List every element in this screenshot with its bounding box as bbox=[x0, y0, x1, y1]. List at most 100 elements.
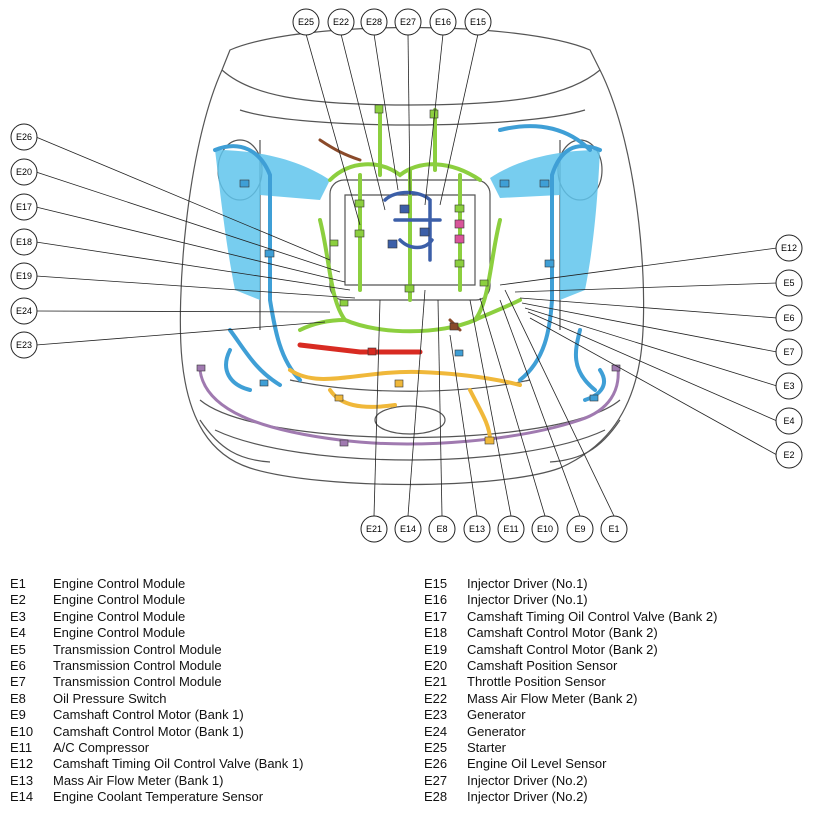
callout-e2: E2 bbox=[775, 441, 803, 469]
purple-harness bbox=[198, 366, 620, 446]
svg-text:E7: E7 bbox=[783, 347, 794, 357]
svg-text:E21: E21 bbox=[366, 524, 382, 534]
callout-e6: E6 bbox=[775, 304, 803, 332]
callout-e26: E26 bbox=[10, 123, 38, 151]
svg-text:E12: E12 bbox=[781, 243, 797, 253]
red-harness bbox=[297, 342, 423, 355]
legend-name: Engine Control Module bbox=[53, 625, 186, 641]
svg-text:E19: E19 bbox=[16, 271, 32, 281]
legend-name: Camshaft Timing Oil Control Valve (Bank … bbox=[467, 608, 718, 624]
callout-e21: E21 bbox=[360, 515, 388, 543]
legend-code: E28 bbox=[424, 789, 448, 805]
callout-e9: E9 bbox=[566, 515, 594, 543]
legend-code: E6 bbox=[10, 657, 26, 673]
legend-name: Starter bbox=[467, 739, 507, 755]
legend-name: Injector Driver (No.1) bbox=[467, 576, 588, 591]
legend-name: Generator bbox=[467, 723, 526, 739]
callouts-left: E26 E20 E17 E18 E19 E24 E23 bbox=[10, 123, 38, 359]
legend-row: E7 Transmission Control Module bbox=[10, 674, 303, 690]
callout-e4: E4 bbox=[775, 407, 803, 435]
legend-name: Transmission Control Module bbox=[53, 674, 222, 690]
svg-text:E18: E18 bbox=[16, 237, 32, 247]
legend-name: Camshaft Control Motor (Bank 2) bbox=[467, 641, 658, 657]
svg-text:E24: E24 bbox=[16, 306, 32, 316]
legend-code: E21 bbox=[424, 674, 448, 690]
callout-e13: E13 bbox=[463, 515, 491, 543]
legend-code: E7 bbox=[10, 674, 26, 690]
legend-name: Oil Pressure Switch bbox=[53, 690, 167, 706]
svg-text:E23: E23 bbox=[16, 340, 32, 350]
svg-text:E28: E28 bbox=[366, 17, 382, 27]
callouts-top: E25 E22 E28 E27 E16 E15 bbox=[292, 8, 492, 36]
svg-text:E9: E9 bbox=[574, 524, 585, 534]
callout-e18: E18 bbox=[10, 228, 38, 256]
callout-e14: E14 bbox=[394, 515, 422, 543]
legend-row: E24 Generator bbox=[424, 724, 717, 740]
svg-text:E1: E1 bbox=[608, 524, 619, 534]
connectors bbox=[196, 104, 621, 447]
legend-code: E12 bbox=[10, 756, 34, 772]
legend-code: E9 bbox=[10, 707, 26, 723]
svg-text:E14: E14 bbox=[400, 524, 416, 534]
callout-e24: E24 bbox=[10, 297, 38, 325]
legend-code: E11 bbox=[10, 739, 33, 755]
callout-e5: E5 bbox=[775, 269, 803, 297]
legend-code: E27 bbox=[424, 772, 448, 788]
legend-name: Engine Control Module bbox=[53, 608, 186, 624]
svg-text:E16: E16 bbox=[435, 17, 451, 27]
legend-code: E20 bbox=[424, 657, 448, 673]
svg-text:E5: E5 bbox=[783, 278, 794, 288]
blue-fender-fill bbox=[215, 150, 600, 300]
legend-name: Camshaft Control Motor (Bank 2) bbox=[467, 625, 658, 641]
legend-name: Camshaft Timing Oil Control Valve (Bank … bbox=[53, 756, 304, 772]
legend-name: A/C Compressor bbox=[53, 739, 150, 755]
legend-name: Camshaft Control Motor (Bank 1) bbox=[53, 723, 244, 739]
callout-e17: E17 bbox=[10, 193, 38, 221]
legend-code: E5 bbox=[10, 641, 26, 657]
engine-harness-diagram: E25 E22 E28 E27 E16 E15 E26 E20 E17 E18 … bbox=[10, 8, 803, 543]
legend-code: E8 bbox=[10, 690, 26, 706]
callout-e12: E12 bbox=[775, 234, 803, 262]
callout-e20: E20 bbox=[10, 158, 38, 186]
legend-name: Mass Air Flow Meter (Bank 1) bbox=[53, 772, 224, 788]
svg-text:E27: E27 bbox=[400, 17, 416, 27]
legend-code: E15 bbox=[424, 576, 448, 591]
legend-code: E26 bbox=[424, 756, 448, 772]
legend-row: E8 Oil Pressure Switch bbox=[10, 691, 303, 707]
callout-e23: E23 bbox=[10, 331, 38, 359]
callout-e15: E15 bbox=[464, 8, 492, 36]
svg-text:E20: E20 bbox=[16, 167, 32, 177]
legend-code: E23 bbox=[424, 707, 448, 723]
legend-name: Injector Driver (No.2) bbox=[467, 789, 588, 805]
legend-code: E1 bbox=[10, 576, 26, 591]
callout-e28: E28 bbox=[360, 8, 388, 36]
legend-code: E24 bbox=[424, 723, 448, 739]
svg-text:E15: E15 bbox=[470, 17, 486, 27]
callouts-right: E12 E5 E6 E7 E3 E4 E2 bbox=[775, 234, 803, 469]
svg-text:E3: E3 bbox=[783, 381, 794, 391]
svg-text:E17: E17 bbox=[16, 202, 32, 212]
legend-code: E16 bbox=[424, 592, 448, 608]
legend-row: E11 A/C Compressor bbox=[10, 740, 303, 756]
legend-code: E22 bbox=[424, 690, 448, 706]
legend-name: Injector Driver (No.1) bbox=[467, 592, 588, 608]
legend-name: Camshaft Position Sensor bbox=[467, 657, 618, 673]
legend-code: E14 bbox=[10, 789, 34, 805]
legend-code: E18 bbox=[424, 625, 448, 641]
legend-name: Transmission Control Module bbox=[53, 641, 222, 657]
